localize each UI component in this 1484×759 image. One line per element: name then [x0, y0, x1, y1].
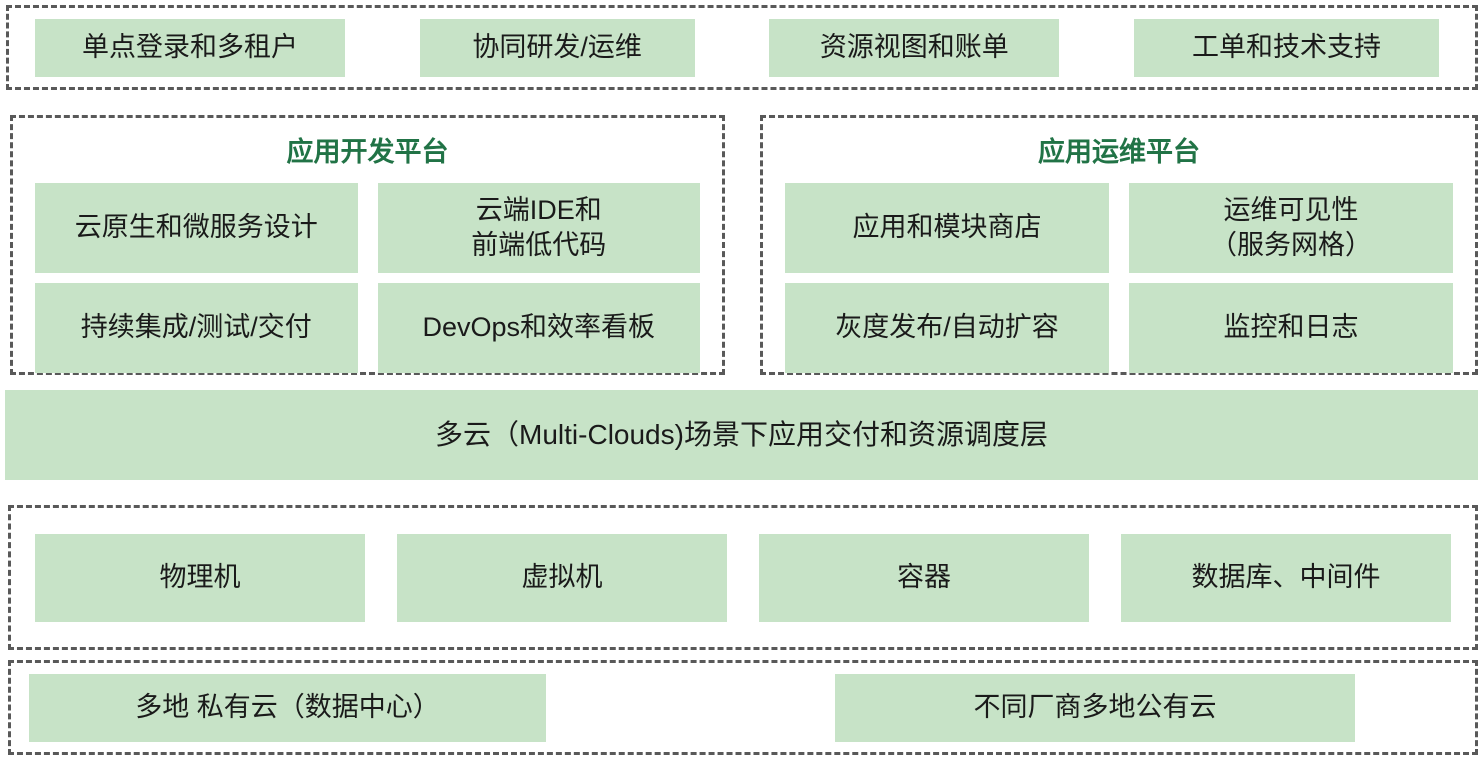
cloud-box-private-cloud: 多地 私有云（数据中心） [29, 673, 546, 742]
infrastructure-container: 物理机 虚拟机 容器 数据库、中间件 [8, 505, 1478, 650]
top-services-container: 单点登录和多租户 协同研发/运维 资源视图和账单 工单和技术支持 [6, 5, 1478, 90]
dev-platform-grid: 云原生和微服务设计 云端IDE和 前端低代码 持续集成/测试/交付 DevOps… [13, 183, 722, 373]
clouds-container: 多地 私有云（数据中心） 不同厂商多地公有云 [8, 660, 1478, 755]
ops-platform-title: 应用运维平台 [1038, 137, 1200, 167]
cloud-box-public-cloud: 不同厂商多地公有云 [835, 673, 1355, 742]
dev-platform-container: 应用开发平台 云原生和微服务设计 云端IDE和 前端低代码 持续集成/测试/交付… [10, 115, 725, 375]
ops-box-canary-autoscaling: 灰度发布/自动扩容 [785, 283, 1109, 373]
service-box-sso-multitenant: 单点登录和多租户 [35, 18, 345, 77]
ops-platform-container: 应用运维平台 应用和模块商店 运维可见性 （服务网格） 灰度发布/自动扩容 监控… [760, 115, 1478, 375]
service-box-collab-devops: 协同研发/运维 [419, 18, 695, 77]
service-box-ticket-support: 工单和技术支持 [1133, 18, 1439, 77]
service-box-resource-billing: 资源视图和账单 [769, 18, 1060, 77]
multicloud-scheduling-layer-bar: 多云（Multi-Clouds)场景下应用交付和资源调度层 [5, 390, 1478, 480]
dev-platform-title: 应用开发平台 [286, 137, 449, 167]
infra-box-container: 容器 [759, 533, 1089, 622]
ops-platform-grid: 应用和模块商店 运维可见性 （服务网格） 灰度发布/自动扩容 监控和日志 [763, 183, 1475, 373]
dev-box-ci-test-delivery: 持续集成/测试/交付 [35, 283, 358, 373]
ops-box-observability-mesh: 运维可见性 （服务网格） [1129, 183, 1453, 273]
dev-box-cloud-ide-lowcode: 云端IDE和 前端低代码 [377, 183, 700, 273]
dev-box-devops-dashboard: DevOps和效率看板 [377, 283, 700, 373]
infra-box-physical-machine: 物理机 [35, 533, 365, 622]
ops-box-monitoring-logging: 监控和日志 [1129, 283, 1453, 373]
ops-box-app-module-store: 应用和模块商店 [785, 183, 1109, 273]
dev-box-cloud-native-design: 云原生和微服务设计 [35, 183, 358, 273]
infra-box-virtual-machine: 虚拟机 [397, 533, 727, 622]
infra-box-database-middleware: 数据库、中间件 [1121, 533, 1451, 622]
